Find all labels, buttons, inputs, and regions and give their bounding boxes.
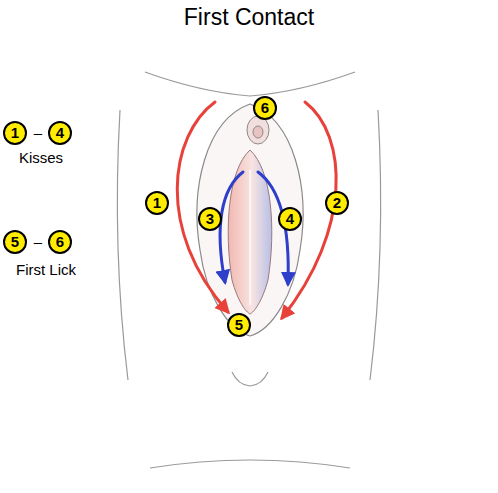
callout-number: 1 xyxy=(3,121,27,145)
callout-disc xyxy=(199,208,221,230)
callout-number: 3 xyxy=(198,207,222,231)
callout-circle: 1 xyxy=(145,191,169,215)
callout-number: 6 xyxy=(253,96,277,120)
body-outline xyxy=(117,72,380,468)
lower-mark xyxy=(232,372,268,386)
callout-disc xyxy=(254,97,276,119)
center-highlight xyxy=(249,170,251,305)
kiss-arrow xyxy=(220,172,243,282)
callout-circle: 2 xyxy=(325,191,349,215)
callout-disc xyxy=(228,314,250,336)
callout-number: 1 xyxy=(145,191,169,215)
range-dash: – xyxy=(34,124,42,142)
callout-disc xyxy=(326,192,348,214)
vulva-outline xyxy=(197,104,303,336)
clitoris xyxy=(253,126,263,138)
callout-circle: 5 xyxy=(227,313,251,337)
callout-disc xyxy=(146,192,168,214)
inner-labia xyxy=(228,150,272,314)
abdomen-line xyxy=(145,72,355,96)
hood xyxy=(247,116,269,144)
callout-circle: 4 xyxy=(278,207,302,231)
callout-circle: 1 xyxy=(3,121,27,145)
right-hip-line xyxy=(370,110,381,380)
callout-number: 4 xyxy=(278,207,302,231)
diagram-title: First Contact xyxy=(0,4,498,31)
callout-disc xyxy=(4,122,26,144)
callout-disc xyxy=(4,231,26,253)
callout-number: 5 xyxy=(3,230,27,254)
step-label: First Lick xyxy=(16,261,76,279)
left-hip-line xyxy=(117,110,128,380)
callout-circle: 6 xyxy=(48,230,72,254)
callout-number: 5 xyxy=(227,313,251,337)
step-label: Kisses xyxy=(19,149,63,167)
callout-number: 4 xyxy=(48,121,72,145)
callout-circle: 6 xyxy=(253,96,277,120)
callout-number: 6 xyxy=(48,230,72,254)
callout-circle: 5 xyxy=(3,230,27,254)
callout-disc xyxy=(49,231,71,253)
motion-arrows xyxy=(177,102,336,318)
range-dash: – xyxy=(34,233,42,251)
outer-labia xyxy=(197,104,303,336)
callout-disc xyxy=(279,208,301,230)
callout-disc xyxy=(49,122,71,144)
callout-circle: 4 xyxy=(48,121,72,145)
callout-circle: 3 xyxy=(198,207,222,231)
callout-number: 2 xyxy=(325,191,349,215)
kiss-arrow xyxy=(177,102,228,312)
lower-line xyxy=(150,460,350,468)
